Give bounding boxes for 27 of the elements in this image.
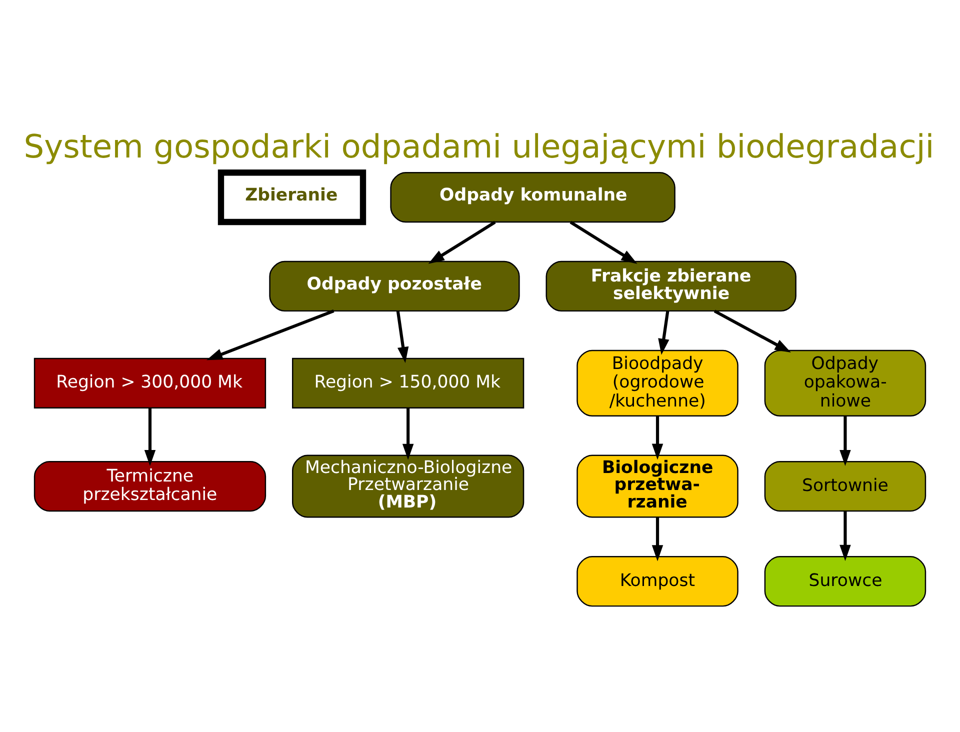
node-box: Bioodpady (ogrodowe /kuchenne) [576, 349, 738, 416]
arrow [206, 309, 334, 360]
arrow [428, 220, 496, 264]
node-box: Odpady opakowa- niowe [764, 349, 926, 416]
node-box: Biologiczne przetwa- rzanie [576, 454, 738, 518]
node-box: Zbieranie [218, 169, 366, 225]
node-box: Surowce [764, 556, 926, 606]
arrow [840, 510, 851, 561]
node-box: Sortownie [764, 460, 926, 512]
arrow [714, 309, 791, 352]
node-box: Region > 300,000 Mk [34, 357, 266, 408]
arrow [144, 408, 156, 466]
node-box: Odpady komunalne [390, 172, 676, 222]
arrow [396, 310, 409, 363]
node-box: Termiczne przekształcanie [34, 460, 266, 512]
arrow [570, 220, 638, 264]
arrow [652, 416, 664, 460]
arrow [652, 516, 664, 561]
arrow [402, 408, 414, 460]
node-box: Region > 150,000 Mk [292, 357, 524, 408]
arrow [840, 416, 851, 466]
node-box: Mechaniczno-Biologizne Przetwarzanie (MBP) [292, 454, 524, 518]
arrow [658, 310, 670, 354]
node-box: Frakcje zbierane selektywnie [546, 260, 796, 312]
diagram-title: System gospodarki odpadami ulegającymi biodegradacji [24, 127, 934, 166]
node-box: Kompost [576, 556, 738, 606]
node-box: Odpady pozostałe [269, 260, 520, 312]
